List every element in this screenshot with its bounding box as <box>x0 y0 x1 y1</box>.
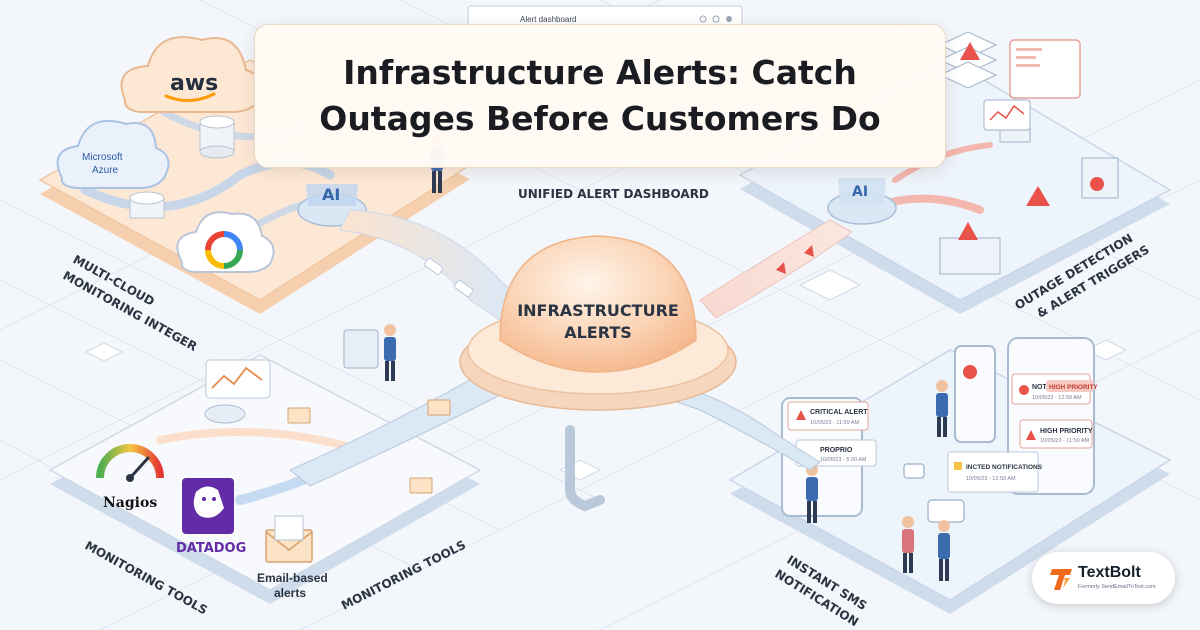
textbolt-brand-name: TextBolt <box>1078 564 1141 581</box>
page-title-line2: Outages Before Customers Do <box>319 99 881 138</box>
alert-dashboard-window-title: Alert dashboard <box>520 15 576 24</box>
batches-time: 10/05/23 - 12:59 AM <box>966 476 1016 482</box>
notification-card-critical: CRITICAL ALERT 10/05/23 - 11:59 AM <box>787 401 869 431</box>
ai-label-right: AI <box>852 184 868 200</box>
hub-label-line1: INFRASTRUCTURE <box>517 301 679 320</box>
ai-node-right: AI <box>827 178 897 225</box>
critical-alert-text: CRITICAL ALERT <box>810 409 868 416</box>
data-flow-paths <box>287 209 853 512</box>
alert-window <box>1009 39 1081 99</box>
email-alerts-label-2: alerts <box>274 586 306 600</box>
alert-dot-phone <box>963 365 977 379</box>
nagios-gauge-icon <box>96 444 164 482</box>
label-unified-dashboard: UNIFIED ALERT DASHBOARD <box>518 187 709 201</box>
smartphone-middle <box>954 345 996 443</box>
aws-cloud-icon: aws <box>120 36 263 113</box>
textbolt-brand-tagline: Formerly SendEmailToText.com <box>1078 584 1156 590</box>
notificando-time: 10/05/23 - 12:59 AM <box>1032 395 1082 401</box>
email-envelope-icon <box>265 515 313 563</box>
title-card: Infrastructure Alerts: Catch Outages Bef… <box>254 24 946 168</box>
email-alerts-label-1: Email-based <box>257 571 328 585</box>
ai-label-left: AI <box>322 185 340 204</box>
proprio-time: 10/05/23 - 5:00 AM <box>820 457 867 463</box>
database-cylinder <box>199 115 235 159</box>
monitor-icon <box>983 99 1031 131</box>
chat-bubble-icons <box>903 463 965 523</box>
alert-dot-server <box>1090 177 1104 191</box>
high-priority-badge-text: HIGH PRIORITY <box>1049 384 1098 391</box>
envelope-icons-on-path <box>287 399 451 494</box>
high-priority-time: 10/05/23 - 11:59 AM <box>1040 438 1090 444</box>
proprio-text: PROPRIO <box>820 447 853 454</box>
person-man <box>938 520 950 581</box>
google-cloud-icon <box>176 211 275 273</box>
person-woman <box>902 516 914 573</box>
page-title-line1: Infrastructure Alerts: Catch <box>343 53 857 92</box>
hub-label-line2: ALERTS <box>564 323 632 342</box>
batches-text: INCTED NOTIFICATIONS <box>966 464 1043 471</box>
textbolt-brand-badge: TextBolt Formerly SendEmailToText.com <box>1032 552 1175 604</box>
person-workstation <box>343 324 396 381</box>
notification-badge-high-priority: HIGH PRIORITY <box>1046 380 1098 392</box>
high-priority-text: HIGH PRIORITY <box>1040 428 1093 435</box>
server-stack <box>938 31 998 89</box>
azure-logo-line2: Azure <box>92 165 119 176</box>
textbolt-logo-icon <box>1050 569 1072 590</box>
line-chart-card <box>205 359 271 399</box>
person-phone-user <box>936 380 948 437</box>
critical-alert-time: 10/05/23 - 11:59 AM <box>810 420 860 426</box>
ai-node-left: AI <box>297 184 367 227</box>
notification-card-high-priority: HIGH PRIORITY 10/05/23 - 11:59 AM <box>1019 419 1093 449</box>
database-cylinder-small <box>129 191 165 219</box>
datadog-dog-icon <box>182 478 234 534</box>
gauge-dial-base <box>204 404 246 424</box>
datadog-logo-text: DATADOG <box>176 541 246 556</box>
infrastructure-alerts-hub: INFRASTRUCTURE ALERTS <box>459 235 737 411</box>
nagios-logo-text: Nagios <box>103 495 157 511</box>
azure-logo-line1: Microsoft <box>82 152 123 163</box>
azure-cloud-icon: Microsoft Azure <box>56 119 170 189</box>
notification-card-batches: INCTED NOTIFICATIONS 10/05/23 - 12:59 AM <box>947 451 1043 493</box>
aws-logo-text: aws <box>170 71 218 96</box>
